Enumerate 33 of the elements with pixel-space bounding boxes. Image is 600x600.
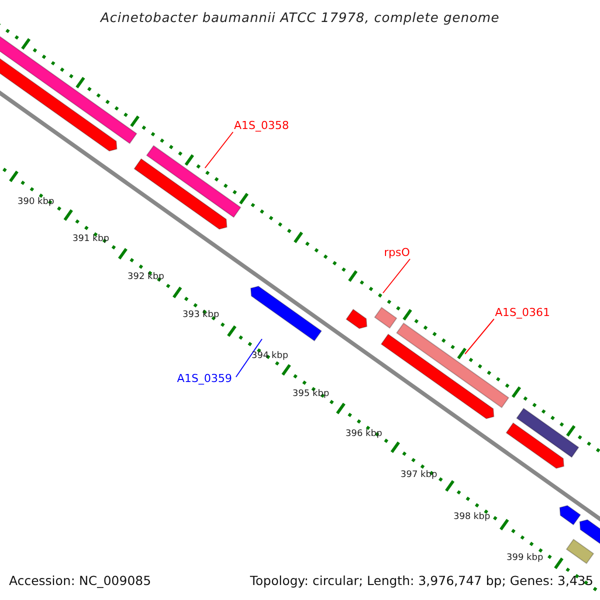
gene-bar <box>380 334 494 420</box>
accession-text: Accession: NC_009085 <box>9 574 152 587</box>
gene-bar <box>559 505 582 526</box>
gene-bar <box>250 286 322 342</box>
scale-label: 390 kbp <box>18 198 54 206</box>
gene-label: A1S_0358 <box>234 120 289 130</box>
gene-label: A1S_0359 <box>177 372 232 384</box>
gene-bar <box>516 408 580 458</box>
gene-bar <box>374 306 398 329</box>
gene-label: A1S_0361 <box>495 306 550 318</box>
scale-label: 398 kbp <box>454 512 490 522</box>
leader-line <box>204 132 234 168</box>
gene-bar <box>396 322 510 408</box>
leader-line <box>464 318 494 354</box>
scale-label: 393 kbp <box>182 310 220 320</box>
gene-bar <box>146 145 242 218</box>
gene-bar <box>566 538 594 564</box>
scale-label: 392 kbp <box>128 272 164 282</box>
leader-line <box>382 258 410 294</box>
gene-bar <box>346 308 368 330</box>
scale-label: 395 kbp <box>292 390 330 398</box>
leader-line <box>236 338 262 378</box>
genome-info-text: Topology: circular; Length: 3,976,747 bp; Genes: 3,435 <box>250 574 594 587</box>
gene-bar <box>506 422 564 469</box>
scale-label: 399 kbp <box>506 554 544 562</box>
scale-label: 397 kbp <box>400 470 438 480</box>
title: Acinetobacter baumannii ATCC 17978, complete genome <box>100 12 500 24</box>
gene-bar <box>579 519 600 544</box>
scale-label: 391 kbp <box>72 234 110 244</box>
scale-label: 394 kbp <box>252 352 288 360</box>
gene-bar <box>134 158 228 230</box>
gene-label: rpsO <box>384 246 410 258</box>
scale-label: 396 kbp <box>346 430 382 438</box>
